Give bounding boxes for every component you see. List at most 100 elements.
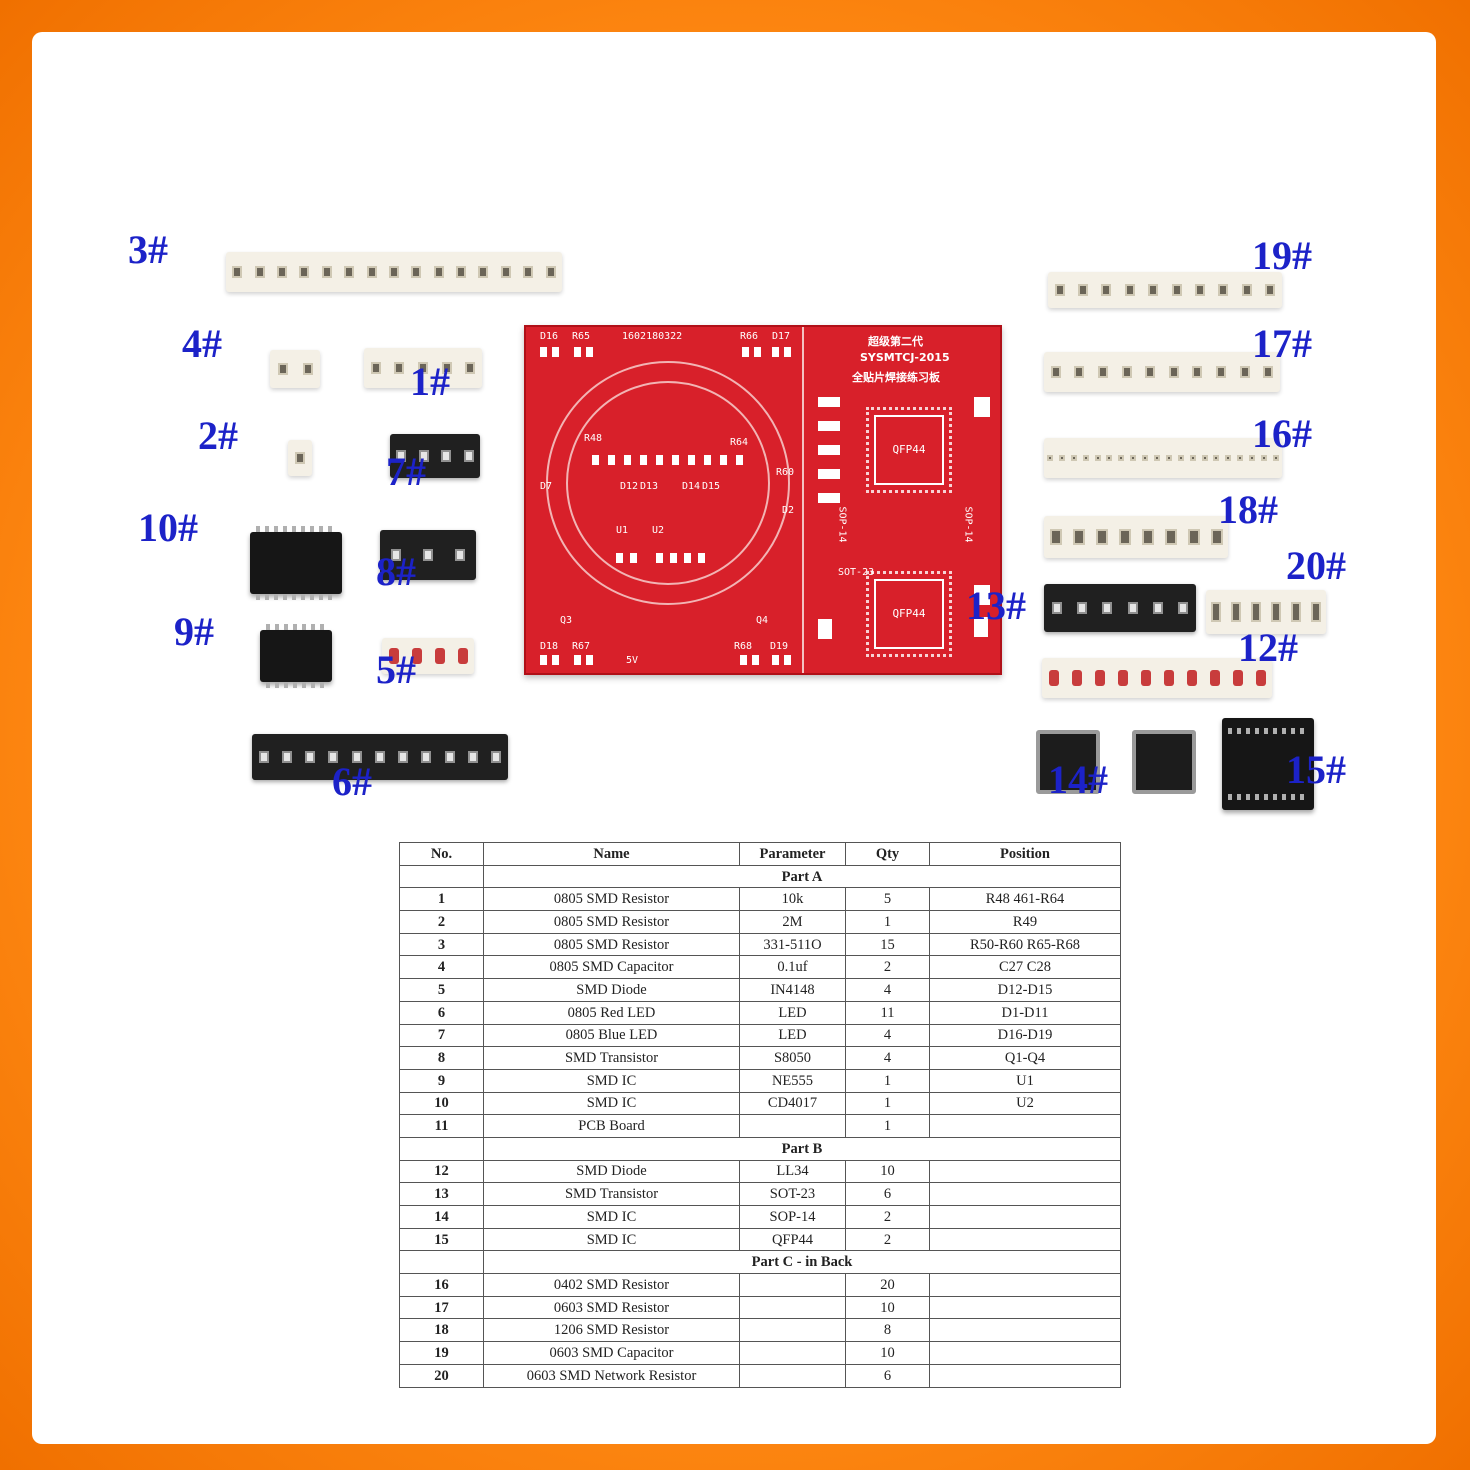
cell-name: SMD Transistor — [483, 1182, 740, 1206]
cell-parameter: QFP44 — [739, 1227, 846, 1252]
cell-no: 11 — [399, 1114, 484, 1138]
pcb-ref-d7: D7 — [540, 481, 553, 492]
cell-parameter — [739, 1273, 846, 1297]
cell-position: R50-R60 R65-R68 — [929, 932, 1121, 957]
label-1: 1# — [410, 359, 450, 404]
component-2-strip — [288, 440, 312, 476]
cell-parameter: 10k — [739, 887, 846, 912]
cell-no: 12 — [399, 1159, 484, 1184]
pcb-ref-u2: U2 — [652, 525, 665, 536]
cell-position — [929, 1341, 1121, 1365]
cell-no: 7 — [399, 1023, 484, 1048]
cell-no: 10 — [399, 1091, 484, 1116]
cell-no: 19 — [399, 1341, 484, 1365]
label-5: 5# — [376, 647, 416, 692]
cell-position: R48 461-R64 — [929, 887, 1121, 912]
cell-no: 14 — [399, 1205, 484, 1229]
cell-no: 20 — [399, 1363, 484, 1388]
cell-no: 15 — [399, 1227, 484, 1252]
component-18-strip — [1044, 516, 1228, 558]
cell-position: U1 — [929, 1068, 1121, 1093]
component-14-qfp-a — [1036, 730, 1100, 794]
cell-parameter: LED — [739, 1000, 846, 1025]
product-card: 1602180322 D16 R65 R66 D17 D18 R67 R68 D… — [32, 32, 1436, 1444]
pcb-ref-d16: D16 — [540, 331, 559, 342]
pcb-led-ring — [546, 361, 790, 605]
pcb-power-label: 5V — [626, 655, 639, 666]
cell-name: SMD Diode — [483, 1159, 740, 1184]
cell-no: 2 — [399, 910, 484, 934]
cell-qty: 6 — [845, 1363, 930, 1388]
cell-name: SMD Transistor — [483, 1046, 740, 1070]
label-9: 9# — [174, 609, 214, 654]
cell-name: 0402 SMD Resistor — [483, 1273, 740, 1297]
cell-name: SMD Diode — [483, 978, 740, 1002]
cell-name: 1206 SMD Resistor — [483, 1318, 740, 1343]
pcb-board: 1602180322 D16 R65 R66 D17 D18 R67 R68 D… — [524, 325, 1002, 675]
cell-parameter — [739, 1114, 846, 1138]
cell-qty: 2 — [845, 1205, 930, 1229]
cell-no: 8 — [399, 1046, 484, 1070]
pcb-ref-q4: Q4 — [756, 615, 769, 626]
cell-no: 16 — [399, 1273, 484, 1297]
cell-name: 0805 SMD Capacitor — [483, 955, 740, 980]
cell-position: R49 — [929, 910, 1121, 934]
pcb-ref-r68: R68 — [734, 641, 753, 652]
cell-position — [929, 1205, 1121, 1229]
cell-parameter — [739, 1295, 846, 1320]
cell-parameter: SOT-23 — [739, 1182, 846, 1206]
cell-no: 17 — [399, 1295, 484, 1320]
cell-qty: 20 — [845, 1273, 930, 1297]
cell-parameter: 0.1uf — [739, 955, 846, 980]
pcb-ref-r65: R65 — [572, 331, 591, 342]
section-row: Part B — [399, 1136, 1121, 1161]
cell-name: PCB Board — [483, 1114, 740, 1138]
cell-position — [929, 1363, 1121, 1388]
cell-qty: 11 — [845, 1000, 930, 1025]
component-9-ic — [260, 624, 332, 688]
cell-qty: 15 — [845, 932, 930, 957]
label-4: 4# — [182, 321, 222, 366]
cell-qty: 4 — [845, 1046, 930, 1070]
section-spacer — [399, 864, 484, 889]
cell-name: 0805 Blue LED — [483, 1023, 740, 1048]
section-title: Part A — [483, 864, 1121, 889]
cell-qty: 1 — [845, 1091, 930, 1116]
col-parameter: Parameter — [739, 842, 846, 866]
label-12: 12# — [1238, 625, 1298, 670]
pcb-sop-right: SOP-14 — [962, 506, 974, 543]
component-7-strip — [390, 434, 480, 478]
cell-no: 13 — [399, 1182, 484, 1206]
cell-parameter: 2M — [739, 910, 846, 934]
cell-parameter: CD4017 — [739, 1091, 846, 1116]
pcb-subtitle-cn: 全贴片焊接练习板 — [852, 371, 940, 384]
pcb-ref-d15: D15 — [702, 481, 721, 492]
col-no: No. — [399, 842, 484, 866]
cell-position — [929, 1159, 1121, 1184]
cell-position — [929, 1273, 1121, 1297]
pcb-led-ring-inner — [566, 381, 770, 585]
component-17-strip — [1044, 352, 1280, 392]
label-8: 8# — [376, 549, 416, 594]
cell-qty: 1 — [845, 1114, 930, 1138]
label-14: 14# — [1048, 757, 1108, 802]
cell-qty: 5 — [845, 887, 930, 912]
cell-position — [929, 1295, 1121, 1320]
cell-position: D12-D15 — [929, 978, 1121, 1002]
cell-no: 9 — [399, 1068, 484, 1093]
cell-parameter — [739, 1318, 846, 1343]
